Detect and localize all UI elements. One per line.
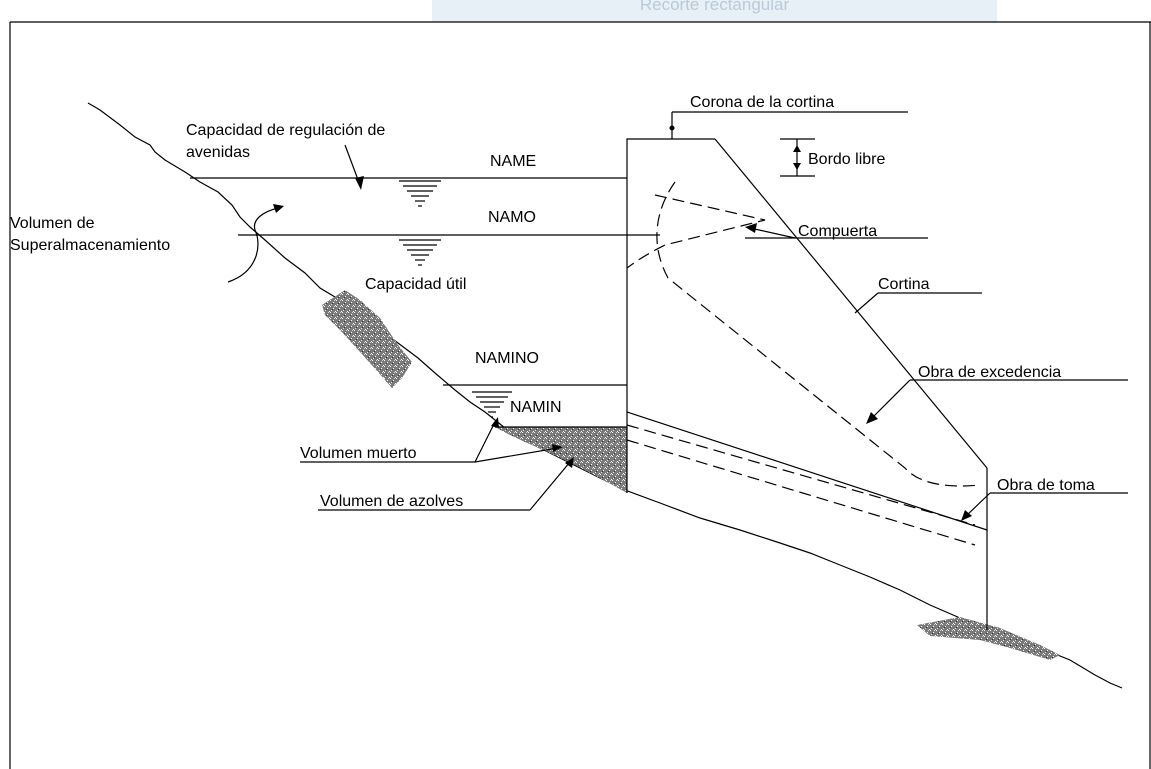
volumen-muerto-arrow-right [552,444,563,452]
capacidad-regulacion-arrow [355,176,364,190]
obra-excedencia-arrow [866,412,878,424]
label-bordo-libre: Bordo libre [808,151,885,168]
volumen-super-leader [227,207,279,283]
intake-conduit-top [626,424,976,526]
sediment-silt-volume [495,427,627,493]
label-capacidad-regulacion-2: avenidas [186,144,250,161]
spillway-channel-upper [626,194,766,269]
label-volumen-azolves: Volumen de azolves [320,493,463,510]
intake-conduit-bottom [626,439,976,546]
label-capacidad-regulacion-1: Capacidad de regulación de [186,122,385,139]
compuerta-arrow [745,223,757,233]
label-volumen-super-1: Volumen de [10,215,95,232]
obra-excedencia-leader-slant [869,379,911,421]
label-volumen-muerto: Volumen muerto [300,445,417,462]
sediment-patch-downstream [917,617,1060,660]
label-cortina: Cortina [878,276,930,293]
label-capacidad-util: Capacidad útil [365,276,466,293]
sediment-patch-upper [322,290,412,388]
obra-toma-leader-slant [964,492,991,518]
label-namo: NAMO [488,209,536,226]
label-obra-toma: Obra de toma [997,477,1095,494]
bordo-libre-arrow-down [793,163,801,170]
label-corona-cortina: Corona de la cortina [690,94,834,111]
corona-leader-dot [669,125,675,131]
label-obra-excedencia: Obra de excedencia [918,364,1061,381]
volumen-azolves-leader-slant [529,461,571,511]
volumen-azolves-arrow [565,457,574,468]
water-level-symbol-name [399,180,441,207]
label-name: NAME [490,153,536,170]
volumen-muerto-leader-right [474,447,559,463]
dam-downstream-face [714,138,988,469]
top-banner: Recorte rectangular [432,0,997,22]
water-level-symbol-namin [472,391,512,418]
label-compuerta: Compuerta [798,223,877,240]
cortina-leader-slant [854,292,879,314]
label-namin: NAMIN [510,399,562,416]
volumen-super-arrow [273,204,284,213]
dam-upstream-face [626,138,988,531]
spillway-channel [656,181,981,487]
obra-toma-arrow [961,510,972,521]
upstream-terrain [87,102,1123,689]
bordo-libre-arrow-up [793,145,801,152]
label-namino: NAMINO [475,350,539,367]
water-level-symbol-namo [399,239,441,266]
volumen-muerto-leader-up [474,421,496,463]
compuerta-leader-slant [749,227,796,239]
volumen-muerto-arrow-up [491,417,499,428]
label-volumen-super-2: Superalmacenamiento [10,237,170,254]
